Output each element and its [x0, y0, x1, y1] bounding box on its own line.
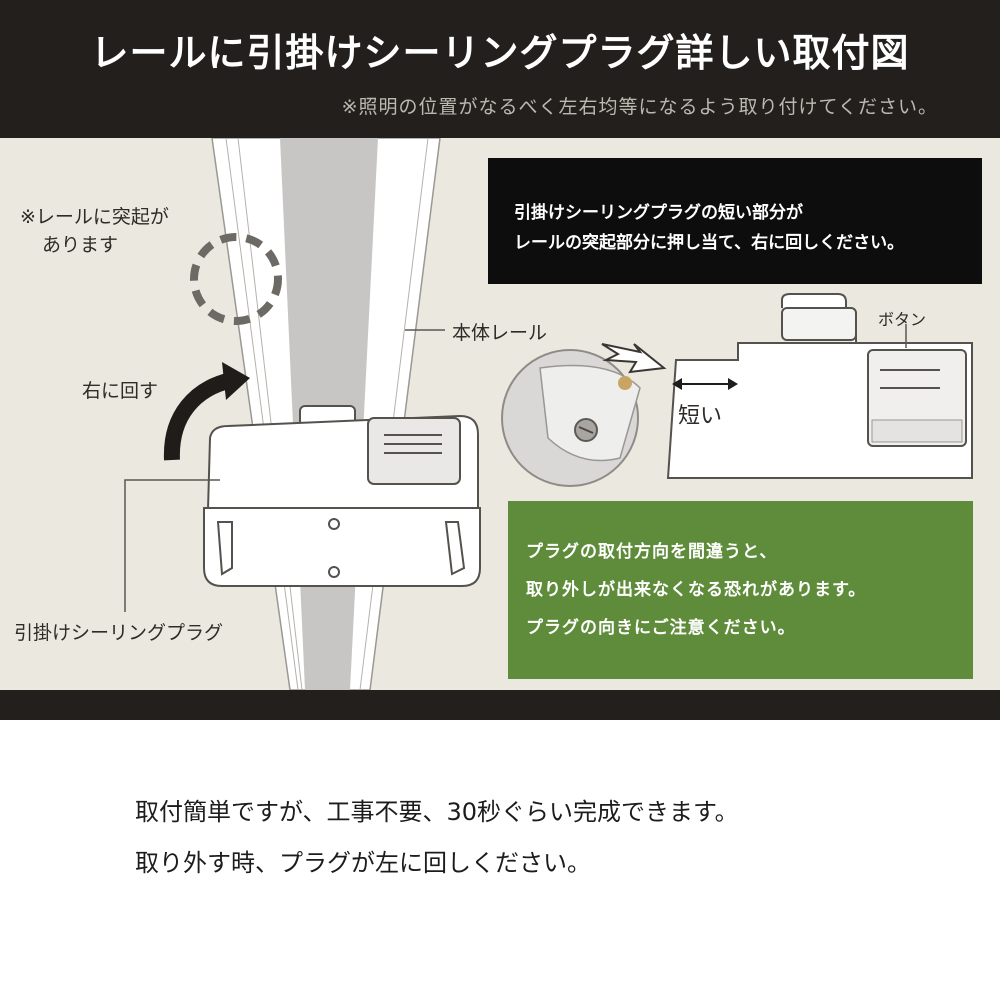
- instruction-box: 引掛けシーリングプラグの短い部分が レールの突起部分に押し当て、右に回しください…: [488, 158, 982, 284]
- rail-edge-line-3: [359, 138, 429, 690]
- header-bar: レールに引掛けシーリングプラグ詳しい取付図 ※照明の位置がなるべく左右均等になる…: [0, 0, 1000, 138]
- diagram-panel: ※レールに突起が あります 本体レール 右に回す 引掛けシーリングプラグ ボタン…: [0, 138, 1000, 690]
- description-line-1: 取付簡単ですが、工事不要、30秒ぐらい完成できます。: [135, 798, 739, 826]
- description-line-2: 取り外す時、プラグが左に回しください。: [135, 849, 591, 877]
- page-title: レールに引掛けシーリングプラグ詳しい取付図: [90, 31, 910, 75]
- plug-illustration: [203, 405, 481, 587]
- rail-edge-line: [225, 138, 299, 690]
- short-label: 短い: [678, 404, 723, 429]
- rotate-arrow-head: [222, 362, 250, 400]
- zoom-detail: [501, 349, 641, 487]
- plug-side-view: [666, 293, 973, 479]
- button-label: ボタン: [878, 310, 927, 329]
- warning-line-1: プラグの取付方向を間違うと、: [526, 542, 778, 562]
- placement-note: ※照明の位置がなるべく左右均等になるよう取り付けてください。: [341, 96, 938, 118]
- rail-edge-line-2: [237, 138, 303, 690]
- plug-leader: [124, 479, 220, 612]
- instruction-line-2: レールの突起部分に押し当て、右に回しください。: [514, 233, 905, 253]
- bottom-bar: [0, 690, 1000, 720]
- protrusion-note-line1: ※レールに突起が: [20, 206, 169, 228]
- warning-line-3: プラグの向きにご注意ください。: [526, 618, 796, 638]
- plug-label: 引掛けシーリングプラグ: [14, 622, 224, 644]
- warning-line-2: 取り外しが出来なくなる恐れがあります。: [526, 580, 867, 600]
- warning-box: プラグの取付方向を間違うと、 取り外しが出来なくなる恐れがあります。 プラグの向…: [508, 501, 973, 679]
- press-arrow: [601, 343, 667, 374]
- instruction-line-1: 引掛けシーリングプラグの短い部分が: [514, 203, 803, 223]
- installation-illustration: [124, 138, 973, 690]
- protrusion-note-line2: あります: [42, 234, 119, 256]
- rotate-label: 右に回す: [82, 380, 159, 402]
- rotate-arrow-shaft: [163, 372, 235, 461]
- protrusion-circle: [190, 233, 282, 325]
- rail-label: 本体レール: [452, 322, 548, 344]
